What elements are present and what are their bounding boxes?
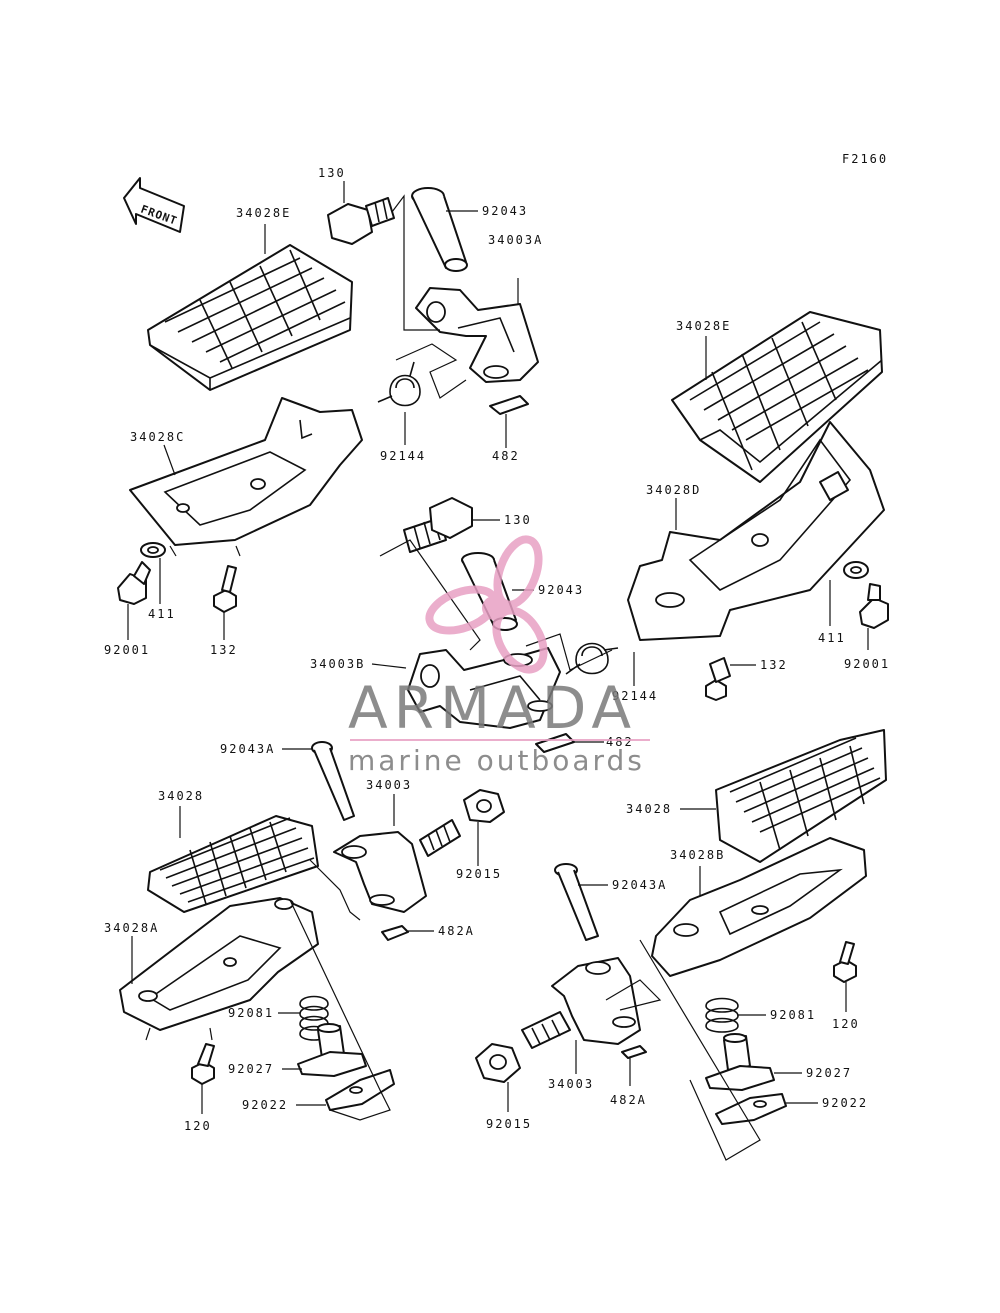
bolt-130-top [327,197,395,245]
label-92081-right: 92081 [770,1008,816,1022]
propeller-logo-icon [425,535,548,674]
bolt-130-middle [403,497,473,553]
cotter-clip-482a-left [381,925,409,941]
washer-411-right [843,561,869,579]
hinge-bracket-34003-right [521,957,641,1049]
footpeg-rubber-34028e-right [671,311,883,483]
label-34028b: 34028B [670,848,725,862]
bolt-132-right [705,657,731,701]
pivot-pin-92043-top [411,187,468,272]
pivot-pin-92043a-left [311,741,355,821]
torsion-spring-92144-top [377,361,421,407]
label-34028e-left: 34028E [236,206,291,220]
label-92043-middle: 92043 [538,583,584,597]
label-92022-right: 92022 [822,1096,868,1110]
label-34028e-right: 34028E [676,319,731,333]
label-92015-left: 92015 [456,867,502,881]
label-120-right: 120 [832,1017,860,1031]
label-92043a-right: 92043A [612,878,667,892]
footpeg-bracket-34028b [651,837,867,977]
plate-92022-right [715,1093,787,1125]
label-92081-left: 92081 [228,1006,274,1020]
label-482a-right: 482A [610,1093,647,1107]
pivot-pin-92043a-right [554,863,599,941]
washer-411-left [140,542,166,558]
label-34003b: 34003B [310,657,365,671]
footpeg-bracket-34028d [627,421,885,641]
spring-92081-right [705,997,739,1033]
label-92144-middle: 92144 [612,689,658,703]
label-132-left: 132 [210,643,238,657]
footpeg-rubber-34028e-left [147,244,353,391]
label-92027-left: 92027 [228,1062,274,1076]
footpeg-rubber-34028-left [147,815,319,913]
torsion-spring-92144-middle [565,642,619,675]
label-130-top: 130 [318,166,346,180]
flange-nut-92015-left [463,789,505,823]
bolt-120-right [833,941,857,983]
label-34028d: 34028D [646,483,701,497]
figure-code: F2160 [842,152,888,166]
label-34003-right: 34003 [548,1077,594,1091]
footpeg-bracket-34028a [119,897,319,1031]
label-34028a: 34028A [104,921,159,935]
bolt-132-left [213,565,237,613]
bolt-92001-right [859,583,889,629]
label-482-middle: 482 [606,735,634,749]
watermark-tagline: marine outboards [348,744,645,777]
plunger-92027-right [705,1033,775,1091]
label-482-top: 482 [492,449,520,463]
spring-92081-left [299,995,329,1041]
label-92027-right: 92027 [806,1066,852,1080]
label-411-right: 411 [818,631,846,645]
label-92001-left: 92001 [104,643,150,657]
label-130-middle: 130 [504,513,532,527]
label-34028-left: 34028 [158,789,204,803]
flange-nut-92015-right [475,1043,521,1083]
hinge-bracket-34003a [415,287,539,383]
label-34003a: 34003A [488,233,543,247]
label-34003-left: 34003 [366,778,412,792]
armada-watermark: ARMADA marine outboards [348,535,650,777]
label-92001-right: 92001 [844,657,890,671]
front-arrow-icon: FRONT [123,177,185,233]
hinge-bracket-34003-left [333,819,461,913]
plunger-92027-left [297,1023,367,1077]
cotter-clip-482-top [489,395,529,415]
label-34028-right: 34028 [626,802,672,816]
bolt-120-left [191,1043,215,1085]
footpeg-rubber-34028-right [715,729,887,863]
label-132-right: 132 [760,658,788,672]
label-92022-left: 92022 [242,1098,288,1112]
label-92043-top: 92043 [482,204,528,218]
footpeg-bracket-34028c [129,397,363,546]
label-411-left: 411 [148,607,176,621]
bolt-92001-left [117,561,151,605]
label-92144-top: 92144 [380,449,426,463]
watermark-brand: ARMADA [348,674,637,742]
label-92043a-left: 92043A [220,742,275,756]
cotter-clip-482a-right [621,1045,647,1059]
label-482a-left: 482A [438,924,475,938]
label-34028c: 34028C [130,430,185,444]
label-92015-right: 92015 [486,1117,532,1131]
label-120-left: 120 [184,1119,212,1133]
